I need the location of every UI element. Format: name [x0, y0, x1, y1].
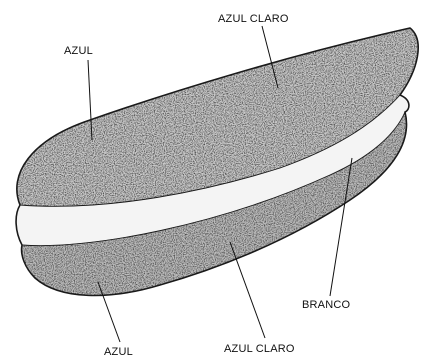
label-azul-bottom: AZUL	[104, 346, 133, 358]
label-azul-top: AZUL	[64, 45, 93, 57]
label-azul-claro-top: AZUL CLARO	[218, 13, 289, 25]
leader-azul-claro-bottom	[230, 242, 265, 338]
label-branco: BRANCO	[302, 299, 351, 311]
label-azul-claro-bottom: AZUL CLARO	[224, 343, 295, 355]
